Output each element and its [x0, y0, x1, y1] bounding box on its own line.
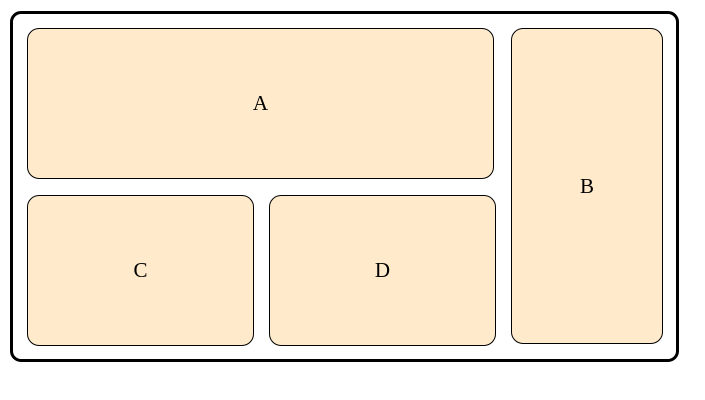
panel-c: C [27, 195, 254, 346]
panel-a: A [27, 28, 494, 179]
panel-a-label: A [252, 91, 269, 115]
panel-b-label: B [579, 173, 594, 198]
panel-d-label: D [374, 258, 391, 282]
panel-d: D [269, 195, 496, 346]
panel-b: B [511, 28, 663, 344]
panel-c-label: C [133, 258, 148, 282]
